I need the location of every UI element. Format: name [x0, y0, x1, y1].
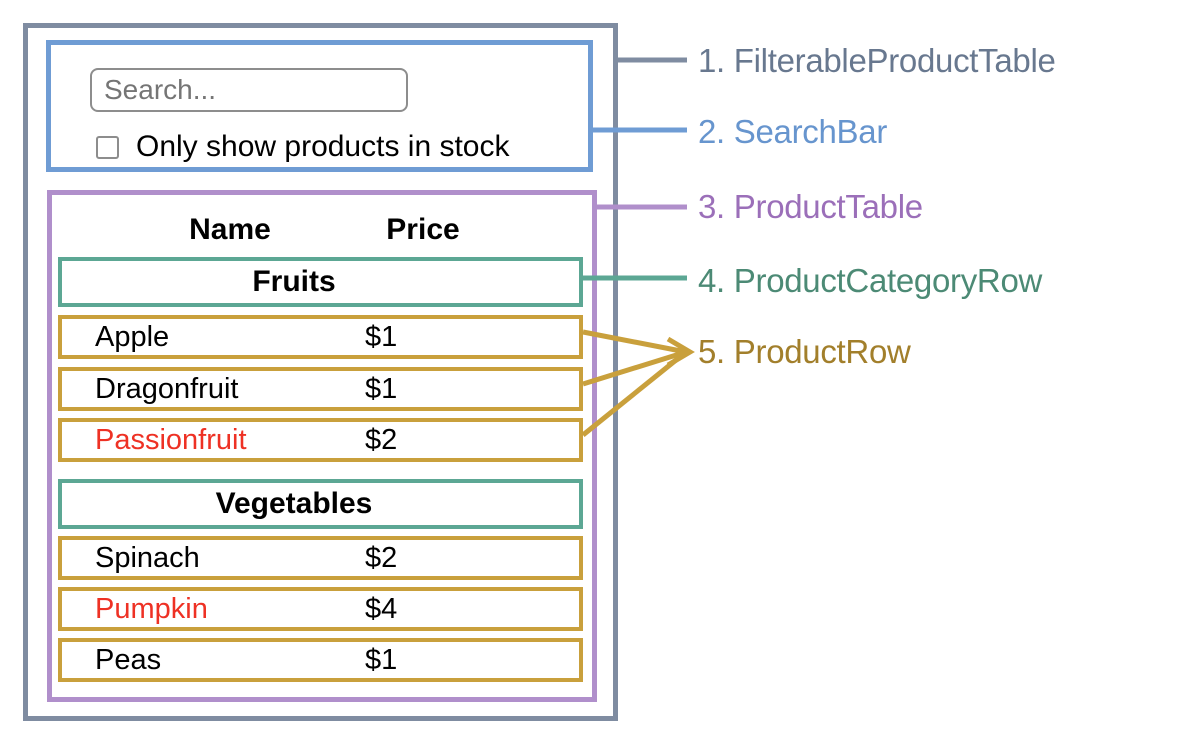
arrowhead-icon	[666, 336, 695, 368]
product-row: Peas $1	[58, 638, 583, 682]
in-stock-filter: Only show products in stock	[96, 130, 510, 163]
product-category-row: Vegetables	[58, 479, 583, 529]
label-search-bar: 2. SearchBar	[698, 113, 888, 150]
product-name: Spinach	[95, 542, 200, 574]
category-label: Fruits	[252, 265, 336, 298]
product-table-outline: Name Price Fruits Apple $1 Dragonfruit $1…	[47, 190, 597, 702]
product-price: $1	[365, 373, 398, 405]
product-category-row: Fruits	[58, 257, 583, 307]
label-product-table: 3. ProductTable	[698, 188, 923, 225]
label-product-category-row: 4. ProductCategoryRow	[698, 262, 1043, 299]
category-label: Vegetables	[215, 487, 373, 520]
product-row: Passionfruit $2	[58, 418, 583, 462]
price-column-header: Price	[386, 213, 460, 246]
product-price: $1	[365, 321, 398, 353]
product-row: Pumpkin $4	[58, 587, 583, 631]
label-filterable-product-table: 1. FilterableProductTable	[698, 42, 1056, 79]
product-price: $1	[365, 644, 398, 676]
table-header-row: Name Price	[58, 210, 583, 250]
product-name: Apple	[95, 321, 170, 353]
product-row: Apple $1	[58, 315, 583, 359]
in-stock-checkbox[interactable]	[96, 135, 119, 159]
product-name: Passionfruit	[95, 424, 247, 456]
search-input[interactable]	[90, 68, 408, 112]
product-price: $2	[365, 424, 398, 456]
label-product-row: 5. ProductRow	[698, 333, 911, 370]
product-row: Spinach $2	[58, 536, 583, 580]
name-column-header: Name	[189, 213, 271, 246]
product-price: $4	[365, 593, 398, 625]
product-row: Dragonfruit $1	[58, 367, 583, 411]
product-name: Peas	[95, 644, 162, 676]
in-stock-label: Only show products in stock	[136, 130, 510, 163]
product-price: $2	[365, 542, 398, 574]
product-name: Pumpkin	[95, 593, 208, 625]
product-name: Dragonfruit	[95, 373, 239, 405]
